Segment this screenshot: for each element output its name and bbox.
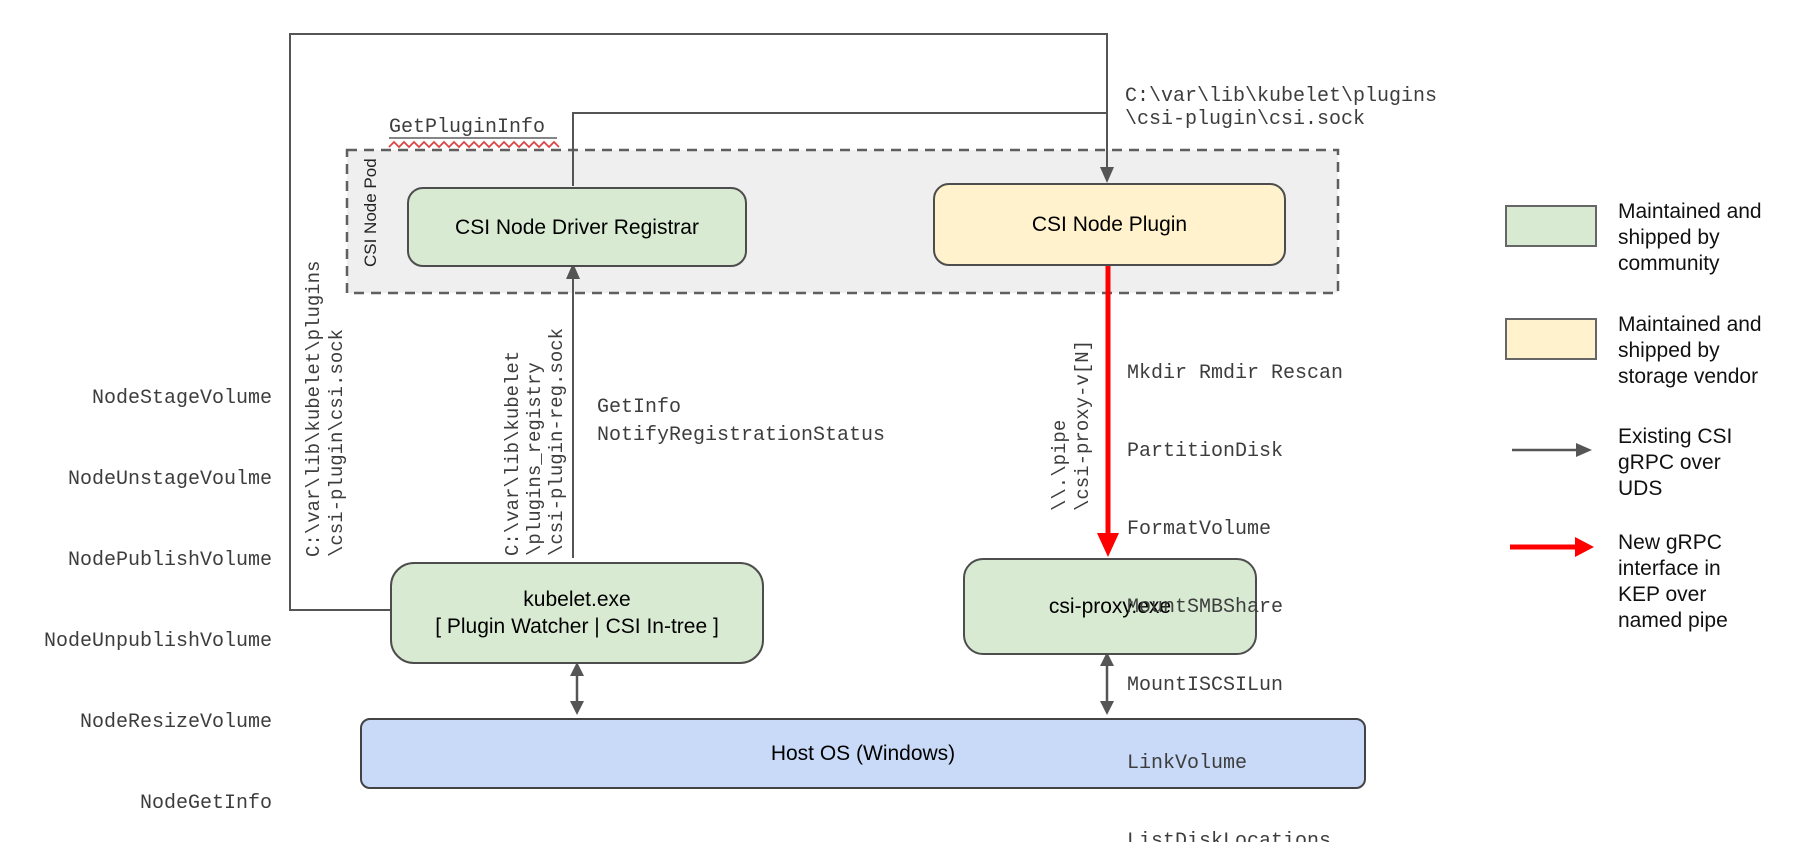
node-method: NodeResizeVolume: [79, 711, 272, 734]
csi-node-pod-label: CSI Node Pod: [361, 158, 380, 267]
registration-calls-label: GetInfo NotifyRegistrationStatus: [597, 396, 886, 447]
proxy-method: PartitionDisk: [1127, 440, 1284, 463]
proxy-method: MountISCSILun: [1127, 674, 1284, 697]
node-method: NodeUnstageVoulme: [67, 468, 272, 491]
csi-sock-path-vertical-label: C:\var\lib\kubelet\plugins \csi-plugin\c…: [303, 260, 348, 557]
node-method: NodePublishVolume: [67, 549, 272, 572]
pipe-arrowhead-icon: [1097, 533, 1119, 557]
proxy-method: LinkVolume: [1127, 752, 1248, 775]
node-methods-list: NodeStageVolume NodeUnstageVoulme NodePu…: [44, 331, 272, 842]
csiproxy-hostos-up-arrowhead-icon: [1100, 652, 1114, 666]
getplugininfo-line: [572, 112, 1107, 186]
registrar-arrowhead-icon: [566, 263, 580, 279]
proxy-method: FormatVolume: [1127, 518, 1272, 541]
spellcheck-squiggle-icon: [388, 140, 560, 149]
csi-node-plugin-box: CSI Node Plugin: [933, 183, 1286, 266]
legend-community-label: Maintained and shipped by community: [1618, 200, 1762, 275]
legend-uds-arrowhead-icon: [1576, 443, 1592, 457]
kubelet-to-plugin-uds-line: [289, 33, 1108, 611]
proxy-methods-list: Mkdir Rmdir Rescan PartitionDisk FormatV…: [1127, 309, 1343, 842]
legend-uds-label: Existing CSI gRPC over UDS: [1618, 425, 1733, 500]
plugin-arrowhead-icon: [1100, 167, 1114, 183]
legend-pipe-arrowhead-icon: [1575, 537, 1594, 557]
host-os-box: Host OS (Windows): [360, 718, 1366, 789]
registry-sock-path-vertical-label: C:\var\lib\kubelet \plugins_registry \cs…: [502, 327, 568, 556]
legend-pipe-label: New gRPC interface in KEP over named pip…: [1618, 531, 1728, 632]
csi-node-driver-registrar-box: CSI Node Driver Registrar: [407, 187, 747, 267]
legend-vendor-swatch: [1505, 318, 1597, 360]
csiproxy-hostos-down-arrowhead-icon: [1100, 701, 1114, 715]
csi-sock-path-label: C:\var\lib\kubelet\plugins \csi-plugin\c…: [1125, 85, 1438, 131]
legend-vendor-label: Maintained and shipped by storage vendor: [1618, 313, 1762, 388]
csi-proxy-box: csi-proxy.exe: [963, 558, 1257, 655]
named-pipe-path-vertical-label: \\.\pipe \csi-proxy-v[N]: [1049, 339, 1094, 511]
getplugininfo-label: GetPluginInfo: [389, 116, 546, 139]
kubelet-hostos-up-arrowhead-icon: [570, 662, 584, 676]
kubelet-hostos-down-arrowhead-icon: [570, 701, 584, 715]
node-method: NodeUnpublishVolume: [43, 630, 272, 653]
legend-community-swatch: [1505, 205, 1597, 247]
proxy-method: Mkdir Rmdir Rescan: [1127, 362, 1344, 385]
proxy-method: ListDiskLocations: [1127, 830, 1332, 842]
proxy-method: MountSMBShare: [1127, 596, 1284, 619]
node-method: NodeStageVolume: [91, 387, 272, 410]
kubelet-box: kubelet.exe [ Plugin Watcher | CSI In-tr…: [390, 562, 764, 664]
node-method: NodeGetInfo: [139, 792, 272, 815]
